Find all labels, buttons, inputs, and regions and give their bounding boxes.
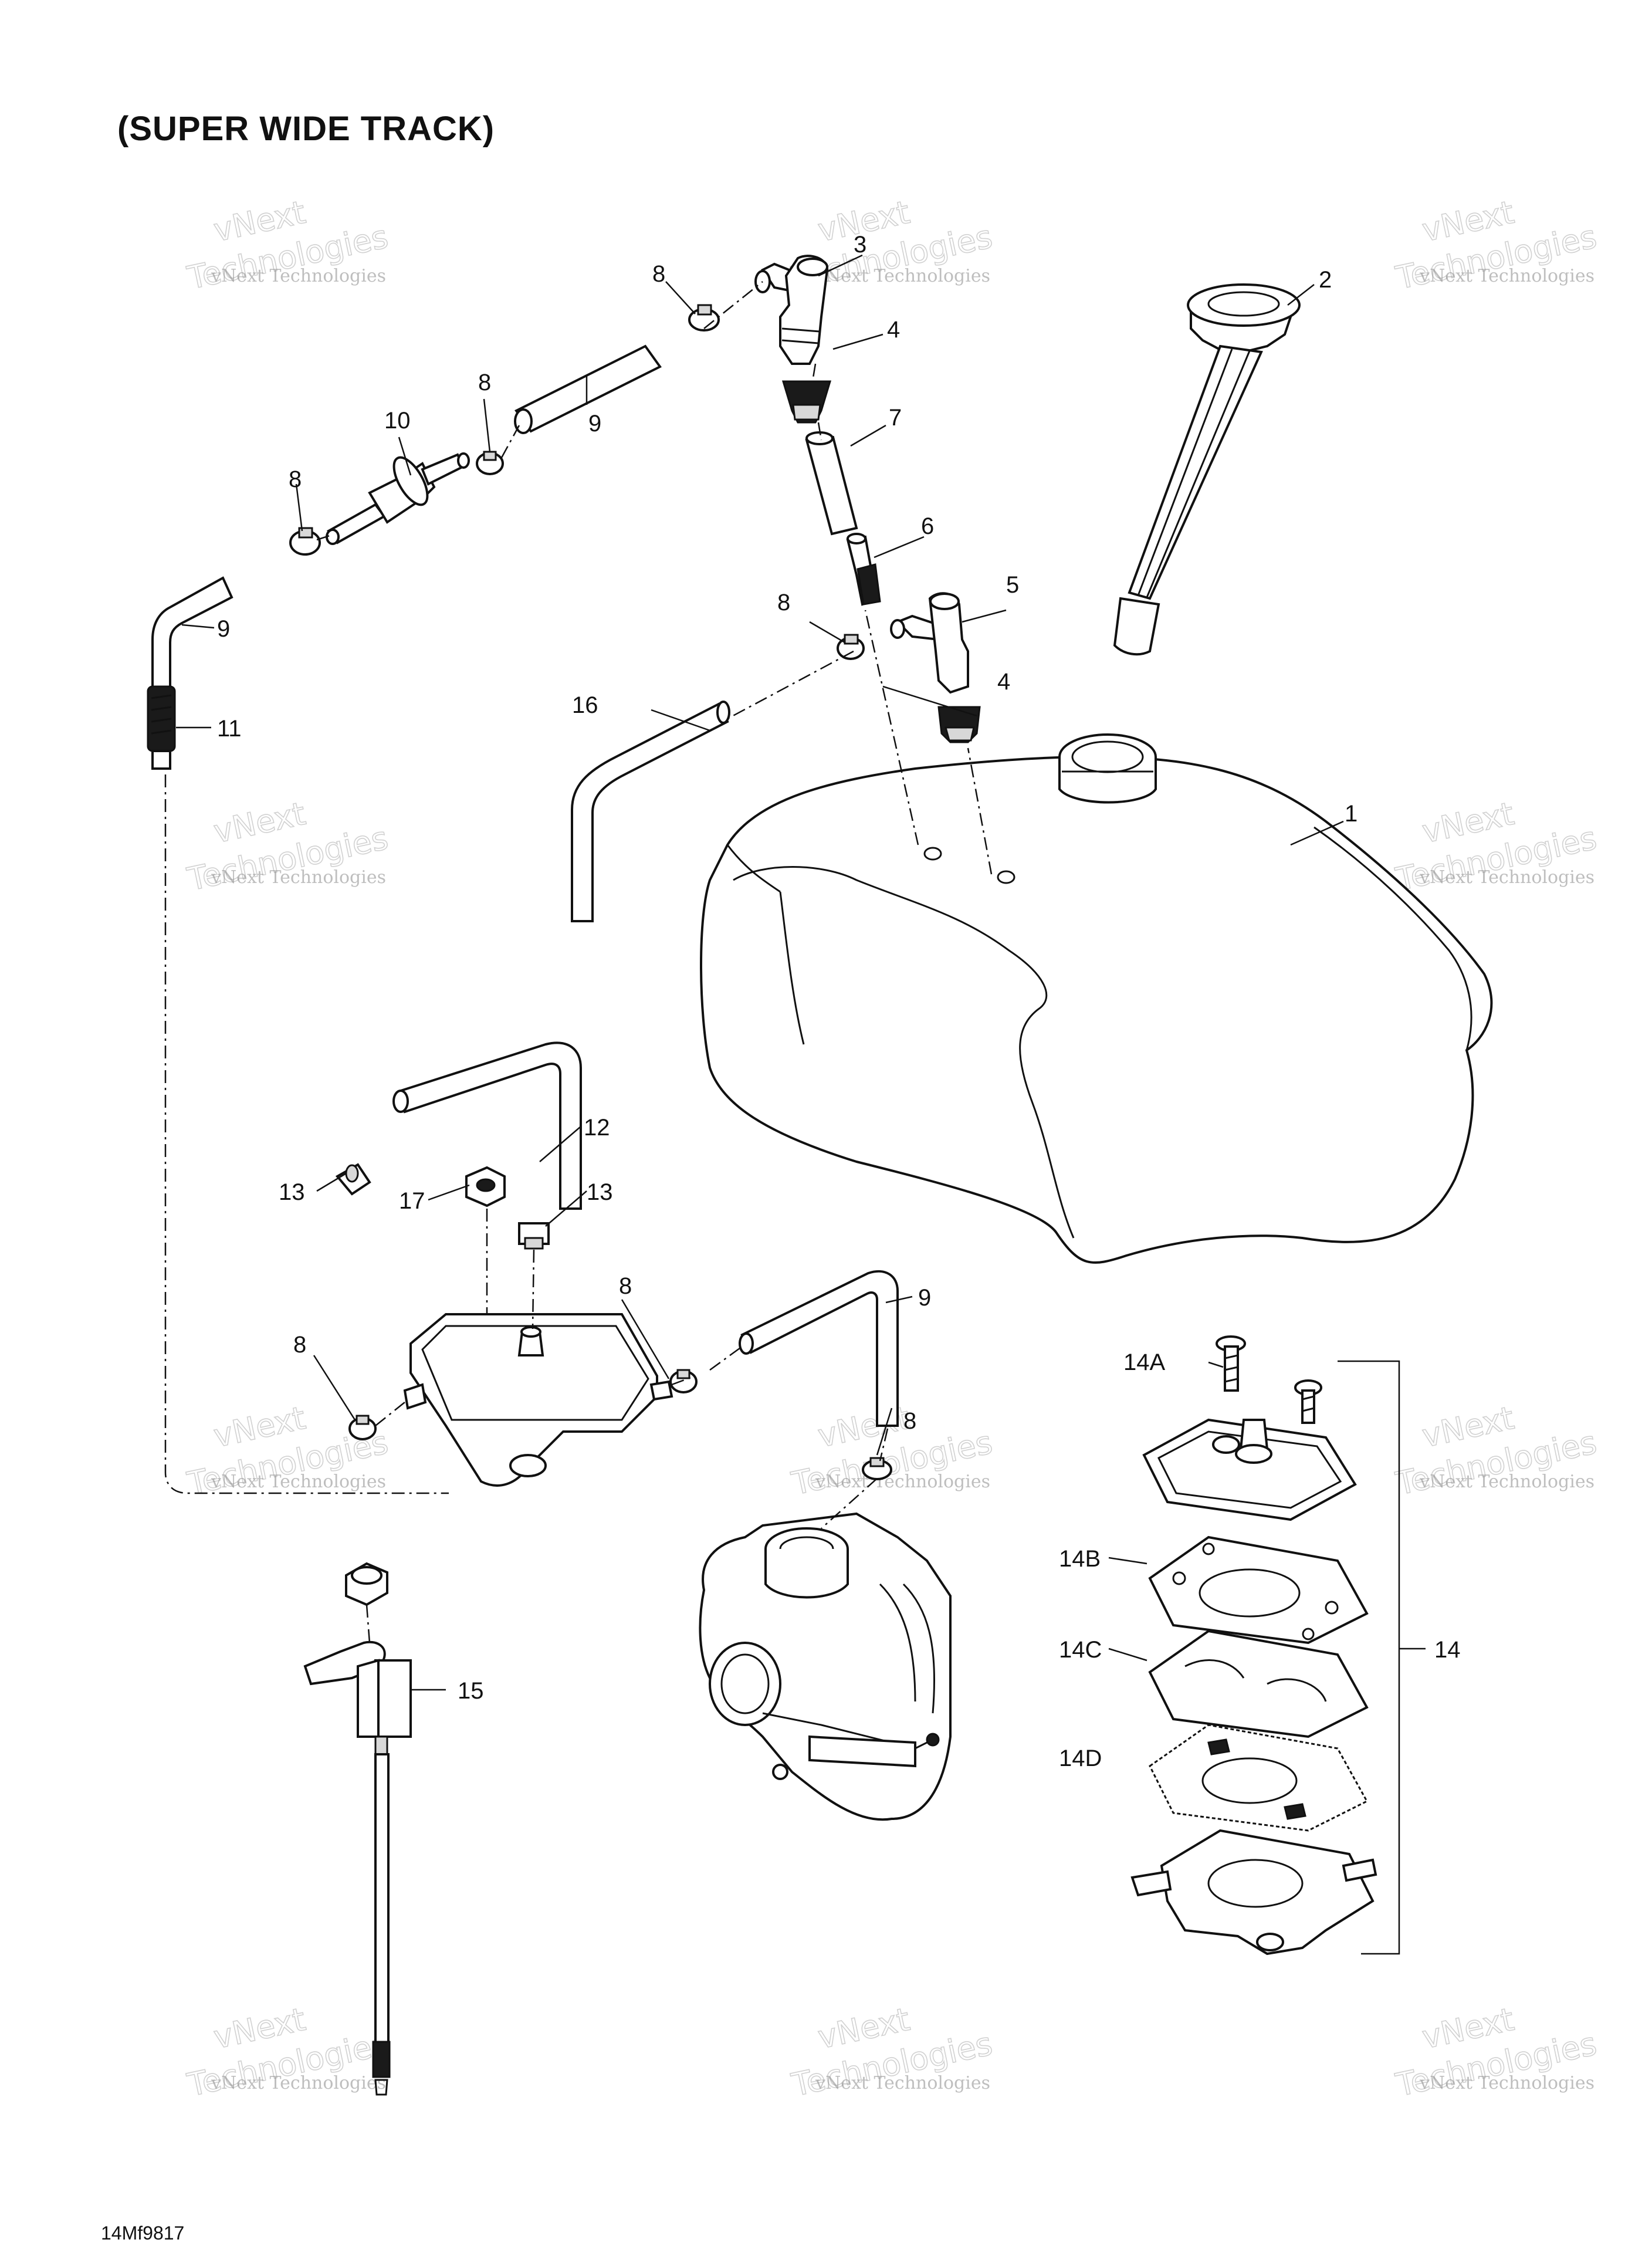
grommet-lower — [937, 706, 981, 743]
callout-12: 12 — [584, 1115, 610, 1141]
callout-14B: 14B — [1059, 1546, 1101, 1572]
hose-clamp — [348, 1415, 377, 1440]
callout-2: 2 — [1319, 267, 1332, 293]
screw — [1216, 1335, 1246, 1392]
callout-8: 8 — [293, 1332, 306, 1358]
callout-7: 7 — [889, 405, 902, 431]
watermark-text: vNext Technologies — [211, 1471, 386, 1492]
figure-code: 14Mf9817 — [101, 2222, 185, 2244]
callout-8: 8 — [619, 1273, 632, 1299]
watermark-text: vNext Technologies — [815, 2073, 990, 2093]
hose-clamp — [289, 527, 321, 556]
primer-pump — [303, 1562, 412, 2096]
callout-8: 8 — [652, 261, 665, 287]
callout-5: 5 — [1006, 572, 1019, 598]
callout-8: 8 — [777, 590, 790, 615]
callout-4: 4 — [887, 317, 900, 343]
callout-14A: 14A — [1123, 1349, 1165, 1375]
elbow-fitting — [890, 592, 969, 694]
gasket — [1149, 1724, 1369, 1832]
pump-base — [1130, 1829, 1377, 1956]
callout-13: 13 — [279, 1179, 305, 1205]
diaphragm — [1148, 1629, 1369, 1738]
callout-8: 8 — [903, 1408, 916, 1434]
fuel-gauge-sender — [1113, 283, 1301, 656]
watermark-text: vNext Technologies — [211, 867, 386, 888]
watermark-text: vNext Technologies — [815, 1471, 990, 1492]
short-hose — [805, 431, 858, 536]
callout-14: 14 — [1434, 1637, 1461, 1663]
callout-17: 17 — [399, 1188, 425, 1214]
pulse-hose — [392, 1041, 582, 1210]
watermark-text: vNext Technologies — [1419, 266, 1595, 286]
callout-1: 1 — [1345, 801, 1358, 827]
assembly-line — [164, 281, 993, 1643]
outlet-fitting — [754, 255, 829, 365]
callout-labels: 1 2 3 4 4 5 6 7 8 8 8 8 8 8 8 9 9 9 10 1… — [217, 232, 1461, 1771]
callout-10: 10 — [384, 408, 411, 434]
hex-nut — [465, 1166, 506, 1207]
fuel-tank — [700, 733, 1493, 1264]
callout-9: 9 — [217, 616, 230, 642]
callout-3: 3 — [854, 232, 866, 258]
hose-clamp — [518, 1222, 550, 1250]
screw — [1294, 1379, 1322, 1424]
callout-9: 9 — [918, 1285, 931, 1311]
callout-4: 4 — [997, 669, 1010, 695]
grommet-upper — [781, 380, 832, 424]
callout-15: 15 — [458, 1678, 484, 1704]
callout-14D: 14D — [1059, 1745, 1102, 1771]
callout-9: 9 — [588, 411, 601, 437]
watermark-text: vNext Technologies — [211, 266, 386, 286]
check-valve — [846, 533, 881, 606]
fuel-hose — [514, 344, 662, 434]
watermark-text: vNext Technologies — [1419, 1471, 1595, 1492]
watermark-text: vNext Technologies — [1419, 2073, 1595, 2093]
kit-bracket — [1338, 1360, 1426, 1955]
fuel-pump — [403, 1313, 673, 1487]
callout-16: 16 — [572, 692, 598, 718]
callout-8: 8 — [289, 466, 302, 492]
callout-8: 8 — [478, 370, 491, 395]
hose-spring — [147, 685, 176, 770]
gasket — [1148, 1535, 1369, 1645]
fuel-filter — [326, 452, 470, 545]
fuel-hose-bent — [739, 1270, 899, 1427]
callout-6: 6 — [921, 513, 934, 539]
pump-cover — [1142, 1418, 1357, 1521]
carburetor — [699, 1512, 952, 1821]
callout-14C: 14C — [1059, 1637, 1102, 1663]
vent-hose — [571, 701, 730, 922]
callout-11: 11 — [217, 716, 242, 742]
hose-clamp — [837, 634, 865, 660]
page-title: (SUPER WIDE TRACK) — [117, 110, 495, 148]
hose-clamp — [476, 451, 504, 475]
hose-clamp — [688, 304, 720, 331]
callout-13: 13 — [587, 1179, 613, 1205]
leader-lines — [176, 254, 1344, 1691]
hose-clamp — [669, 1369, 698, 1393]
hose-clamp — [335, 1163, 371, 1196]
watermark-text: vNext Technologies — [815, 266, 990, 286]
watermark-text: vNext Technologies — [211, 2073, 386, 2093]
watermark-text: vNext Technologies — [1419, 867, 1595, 888]
